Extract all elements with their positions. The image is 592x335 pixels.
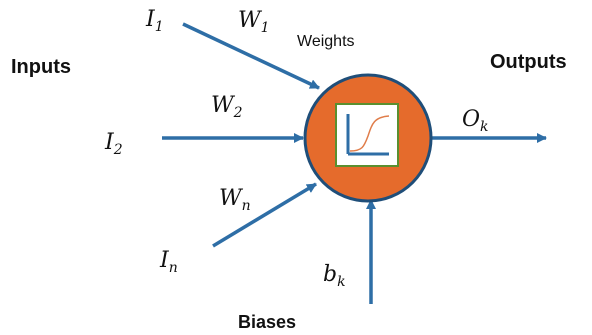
weight-label-n: Wn bbox=[219, 186, 251, 214]
biases-heading: Biases bbox=[238, 312, 296, 332]
activation-function-box bbox=[335, 103, 399, 167]
inputs-heading: Inputs bbox=[11, 56, 71, 78]
input-arrow-1 bbox=[182, 22, 320, 90]
input-arrow-n bbox=[212, 182, 317, 248]
input-label-1: I1 bbox=[145, 7, 164, 35]
output-label: Ok bbox=[462, 107, 489, 135]
neuron bbox=[303, 73, 433, 203]
weight-label-1: W1 bbox=[238, 8, 270, 36]
weight-label-2: W2 bbox=[211, 93, 243, 121]
input-label-n: In bbox=[159, 248, 178, 276]
input-label-2: I2 bbox=[104, 130, 123, 158]
sigmoid-curve bbox=[349, 115, 390, 152]
activation-function-graph bbox=[346, 114, 390, 156]
weights-heading: Weights bbox=[297, 33, 355, 50]
bias-label: bk bbox=[323, 262, 346, 290]
outputs-heading: Outputs bbox=[490, 51, 567, 73]
